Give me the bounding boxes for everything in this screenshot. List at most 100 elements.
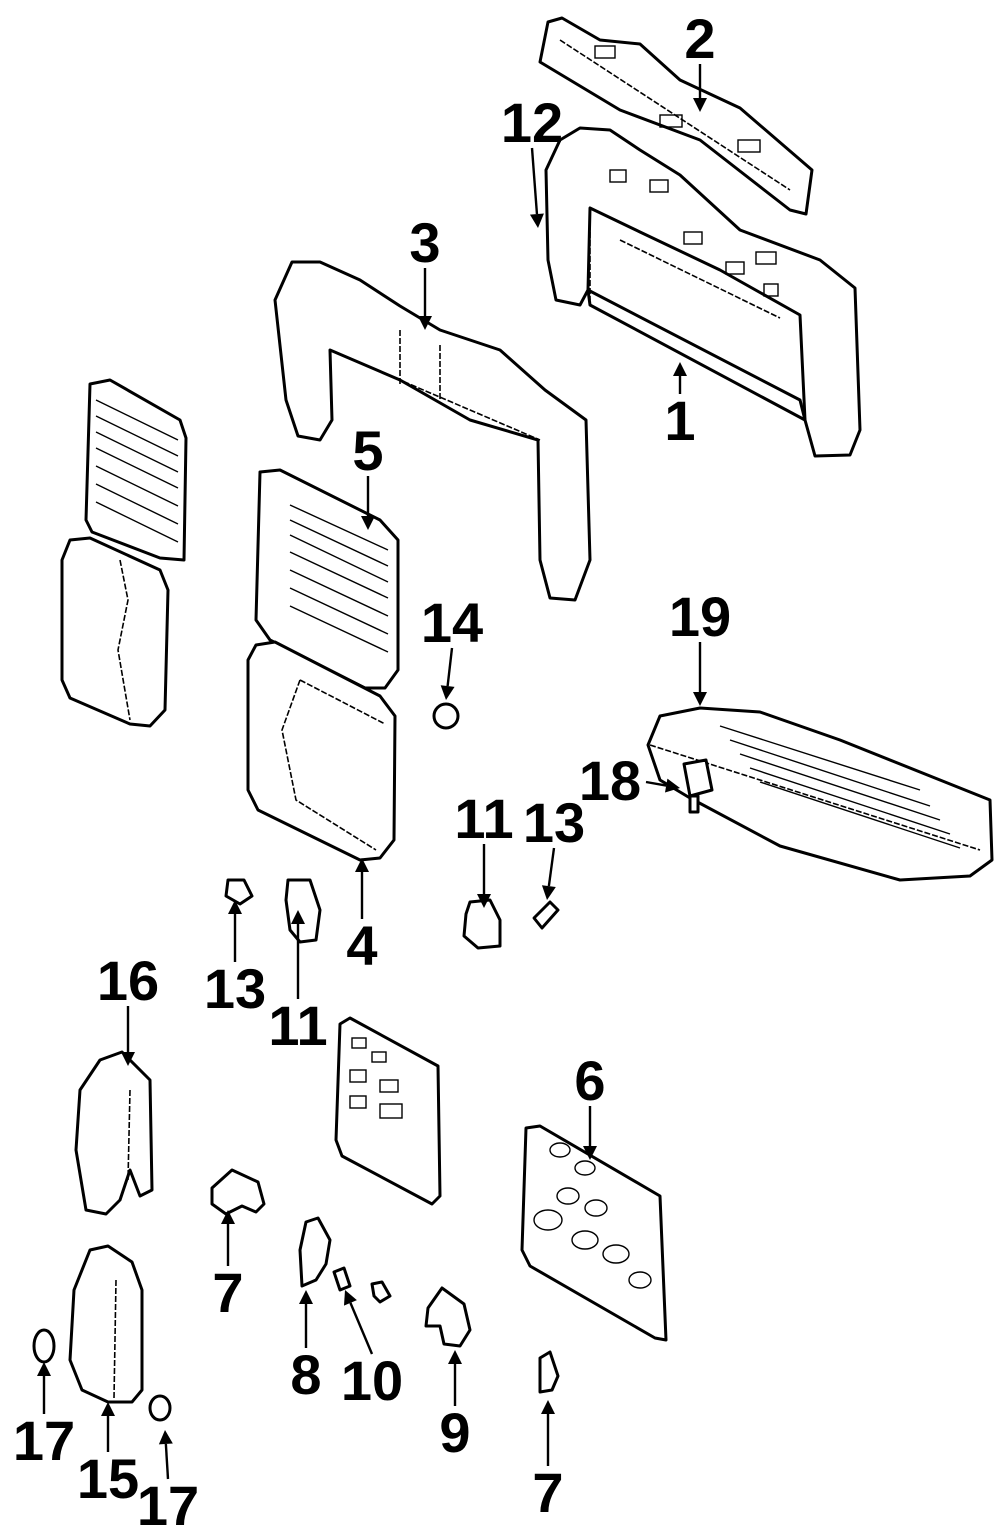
part-headrest-guide-17b[interactable] — [148, 1394, 172, 1422]
part-latch-bracket[interactable] — [424, 1286, 472, 1348]
callout-label: 12 — [501, 91, 563, 154]
part-seat-back-cover-left[interactable] — [84, 378, 188, 562]
callout-label: 4 — [346, 914, 377, 977]
arrowhead-icon — [228, 900, 242, 914]
arrowhead-icon — [541, 1400, 555, 1414]
callout-c1[interactable]: 1 — [664, 362, 696, 452]
arrowhead-icon — [693, 98, 707, 112]
part-headrest-guide-17a[interactable] — [32, 1328, 56, 1364]
callout-label: 9 — [439, 1401, 470, 1464]
callout-label: 16 — [97, 949, 159, 1012]
part-headrest-guide-b[interactable] — [462, 898, 502, 950]
callout-c16[interactable]: 16 — [97, 949, 159, 1066]
callout-c10[interactable]: 10 — [341, 1290, 403, 1412]
callout-label: 7 — [212, 1261, 243, 1324]
callout-label: 19 — [669, 585, 731, 648]
arrowhead-icon — [693, 692, 707, 706]
leader-line — [530, 147, 539, 215]
part-headrest-upper[interactable] — [74, 1050, 154, 1216]
leader-line — [547, 847, 556, 887]
part-fastener-a[interactable] — [332, 1266, 352, 1292]
callout-label: 17 — [137, 1474, 199, 1534]
arrowhead-icon — [673, 362, 687, 376]
part-release-lever-a[interactable] — [224, 878, 254, 906]
part-seat-cushion[interactable] — [646, 706, 994, 882]
part-headrest-guide-a[interactable] — [284, 878, 322, 944]
callout-label: 5 — [352, 419, 383, 482]
arrowhead-icon — [529, 213, 544, 228]
part-seat-back-frame[interactable] — [544, 126, 862, 458]
callout-c11a[interactable]: 11 — [268, 910, 328, 1057]
callout-c11b[interactable]: 11 — [454, 787, 514, 908]
part-back-panel[interactable] — [520, 1124, 668, 1342]
callout-label: 13 — [204, 957, 266, 1020]
arrowhead-icon — [158, 1430, 173, 1445]
part-upper-back-panel[interactable] — [538, 16, 814, 216]
arrowhead-icon — [541, 885, 556, 900]
callout-label: 8 — [290, 1343, 321, 1406]
callout-label: 11 — [454, 787, 513, 850]
part-seat-back-pad[interactable] — [273, 260, 592, 602]
leader-line — [446, 647, 454, 687]
callout-c12[interactable]: 12 — [501, 91, 563, 228]
arrowhead-icon — [583, 1146, 597, 1160]
callout-c17a[interactable]: 17 — [13, 1362, 75, 1472]
arrowhead-icon — [418, 316, 432, 330]
part-fastener-b[interactable] — [370, 1280, 392, 1304]
callout-c13b[interactable]: 13 — [523, 791, 585, 900]
callout-c3[interactable]: 3 — [409, 211, 441, 330]
callout-c13a[interactable]: 13 — [204, 900, 266, 1020]
part-hinge-bracket[interactable] — [298, 1216, 332, 1288]
callout-label: 1 — [664, 389, 695, 452]
callout-c19[interactable]: 19 — [669, 585, 731, 706]
arrowhead-icon — [361, 516, 375, 530]
callout-c9[interactable]: 9 — [439, 1350, 471, 1464]
callout-label: 6 — [574, 1049, 605, 1112]
callout-c6[interactable]: 6 — [574, 1049, 606, 1160]
arrowhead-icon — [221, 1210, 235, 1224]
callout-label: 11 — [268, 994, 327, 1057]
part-bracket-b[interactable] — [538, 1350, 560, 1394]
arrowhead-icon — [477, 894, 491, 908]
callout-label: 17 — [13, 1409, 75, 1472]
part-guide-bushing[interactable] — [432, 702, 460, 730]
leader-line — [645, 780, 667, 787]
part-seat-back-cushion-left[interactable] — [60, 536, 170, 728]
arrowhead-icon — [355, 858, 369, 872]
arrowhead-icon — [448, 1350, 462, 1364]
callout-label: 18 — [579, 749, 641, 812]
callout-c15[interactable]: 15 — [77, 1402, 139, 1510]
callout-c18[interactable]: 18 — [579, 749, 680, 812]
callout-label: 15 — [77, 1447, 139, 1510]
leader-line — [349, 1302, 374, 1355]
callout-label: 2 — [684, 7, 715, 70]
leader-line — [164, 1443, 170, 1480]
callout-label: 7 — [532, 1461, 563, 1524]
part-bracket-a[interactable] — [210, 1168, 266, 1216]
callout-c5[interactable]: 5 — [352, 419, 384, 530]
callout-c7b[interactable]: 7 — [532, 1400, 564, 1524]
callout-label: 10 — [341, 1349, 403, 1412]
callout-c8[interactable]: 8 — [290, 1290, 322, 1406]
part-release-lever-b[interactable] — [532, 900, 560, 930]
callout-c14[interactable]: 14 — [421, 591, 483, 700]
part-back-panel-upper[interactable] — [334, 1016, 442, 1206]
arrowhead-icon — [440, 685, 455, 700]
part-headrest-lower[interactable] — [68, 1244, 144, 1404]
callout-c4[interactable]: 4 — [346, 858, 378, 977]
part-seat-back-cushion-right[interactable] — [246, 640, 397, 862]
arrowhead-icon — [343, 1290, 357, 1306]
callout-c7a[interactable]: 7 — [212, 1210, 244, 1324]
callout-c17b[interactable]: 17 — [137, 1430, 199, 1534]
callout-label: 14 — [421, 591, 483, 654]
arrowhead-icon — [664, 778, 680, 793]
arrowhead-icon — [121, 1052, 135, 1066]
part-seat-cushion-latch[interactable] — [682, 758, 714, 814]
arrowhead-icon — [37, 1362, 51, 1376]
arrowhead-icon — [299, 1290, 313, 1304]
part-seat-back-cover-right[interactable] — [254, 468, 400, 690]
callout-label: 3 — [409, 211, 440, 274]
callout-c2[interactable]: 2 — [684, 7, 716, 112]
